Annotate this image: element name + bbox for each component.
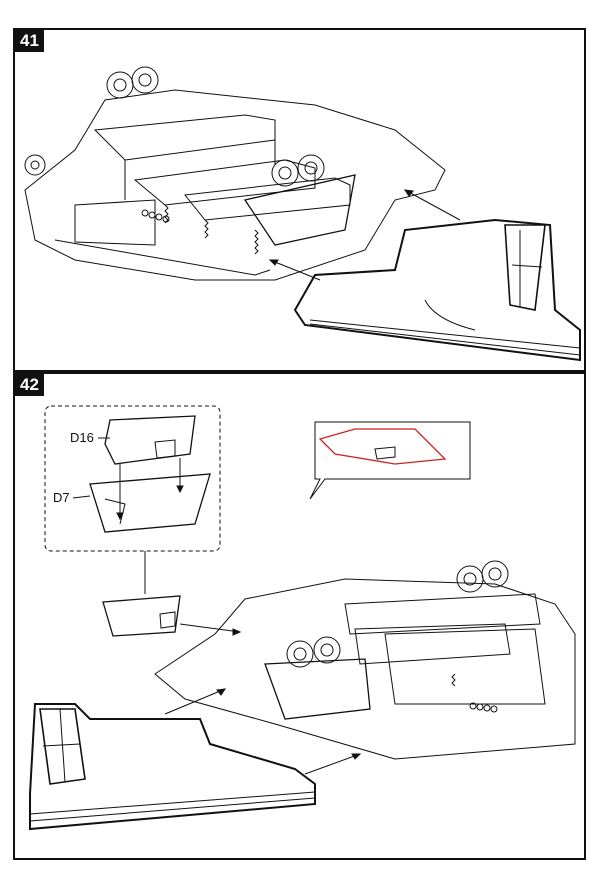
step-number-42: 42 [15, 374, 44, 396]
step-41-panel: 41 [13, 28, 586, 372]
step-42-panel: 42 [13, 372, 586, 860]
label-d16: D16 [70, 430, 94, 445]
part-d16 [104, 415, 196, 465]
label-d7: D7 [53, 490, 70, 505]
step-number-41: 41 [15, 30, 44, 52]
part-d7 [89, 473, 211, 533]
step-41-illustration [24, 66, 581, 362]
subassembly-callout-box [44, 405, 221, 552]
step-42-illustration: D16 D7 [29, 405, 576, 831]
detail-callout [309, 421, 471, 500]
